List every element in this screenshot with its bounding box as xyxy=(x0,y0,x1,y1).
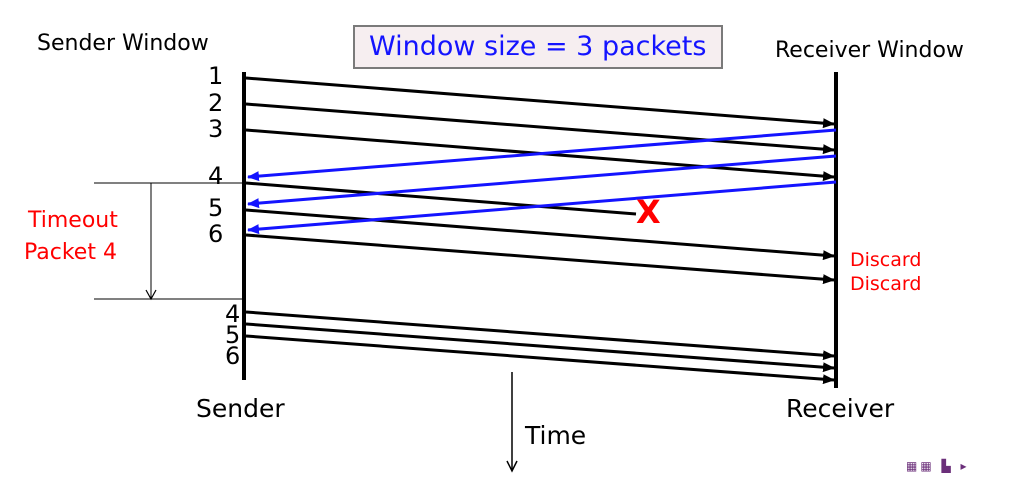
packet-4-arrow-lost xyxy=(245,181,637,216)
discard-label-1: Discard xyxy=(850,249,922,271)
packet-number-6: 6 xyxy=(208,220,224,248)
packet-number-1: 1 xyxy=(208,62,224,90)
retransmit-6-arrow xyxy=(245,334,835,385)
packet-5-arrow xyxy=(245,208,835,261)
ack-2-arrow xyxy=(247,154,837,209)
receiver-label: Receiver xyxy=(786,394,895,423)
packet-number-3: 3 xyxy=(208,115,224,143)
packet-loss-marker: X xyxy=(636,193,661,231)
packet-number-4: 4 xyxy=(208,162,224,190)
retransmit-number-4: 4 xyxy=(225,300,241,328)
retransmit-number-6: 6 xyxy=(225,342,241,370)
timeout-label-line1: Timeout xyxy=(28,208,118,233)
packet-1-arrow xyxy=(245,76,835,129)
receiver-window-label: Receiver Window xyxy=(775,38,964,63)
footer-logos-icon: ▦▦ ▙ ▸ xyxy=(906,459,970,473)
packet-6-arrow xyxy=(245,233,835,285)
sender-label: Sender xyxy=(196,394,285,423)
window-size-label: Window size = 3 packets xyxy=(353,25,723,69)
time-arrowhead xyxy=(506,460,518,473)
time-label: Time xyxy=(525,421,587,450)
ack-3-arrow xyxy=(247,180,837,235)
ack-1-arrow xyxy=(247,128,837,182)
sender-window-label: Sender Window xyxy=(37,31,209,56)
packet-2-arrow xyxy=(245,102,835,155)
discard-label-2: Discard xyxy=(850,273,922,295)
timeout-label-line2: Packet 4 xyxy=(24,240,117,265)
retransmit-number-5: 5 xyxy=(225,321,241,349)
timeout-interval-arrowhead xyxy=(145,289,157,301)
packet-number-5: 5 xyxy=(208,194,224,222)
retransmit-4-arrow xyxy=(245,310,835,361)
packet-number-2: 2 xyxy=(208,89,224,117)
retransmit-5-arrow xyxy=(245,322,835,373)
